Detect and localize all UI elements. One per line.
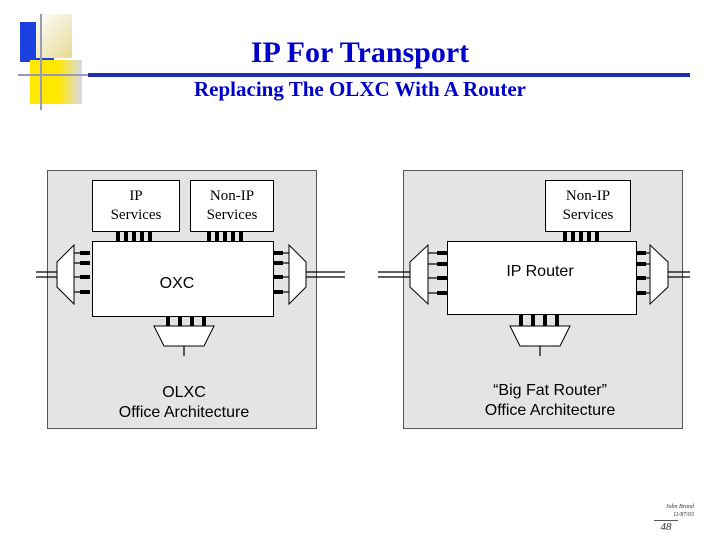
oxc-label: OXC	[159, 275, 195, 292]
author-name: John Brand	[665, 504, 694, 510]
corner-decoration	[0, 0, 90, 110]
big-fat-router-caption: “Big Fat Router” Office Architecture	[484, 382, 616, 419]
ip-services-box: IP Services	[92, 180, 180, 232]
non-ip-services-box-right: Non-IP Services	[545, 180, 631, 232]
page-subtitle: Replacing The OLXC With A Router	[194, 77, 526, 101]
ip-router-label: IP Router	[506, 263, 574, 280]
olxc-caption: OLXC Office Architecture	[118, 384, 250, 421]
oxc-box: OXC	[92, 241, 274, 317]
ip-router-box: IP Router	[447, 241, 637, 315]
author-stamp: John Brand 11/87/03	[666, 503, 694, 519]
title-underline	[88, 73, 690, 77]
page-number: 48	[654, 520, 678, 533]
non-ip-services-box-left: Non-IP Services	[190, 180, 274, 232]
author-date: 11/87/03	[673, 512, 694, 518]
page-title: IP For Transport	[250, 36, 470, 69]
